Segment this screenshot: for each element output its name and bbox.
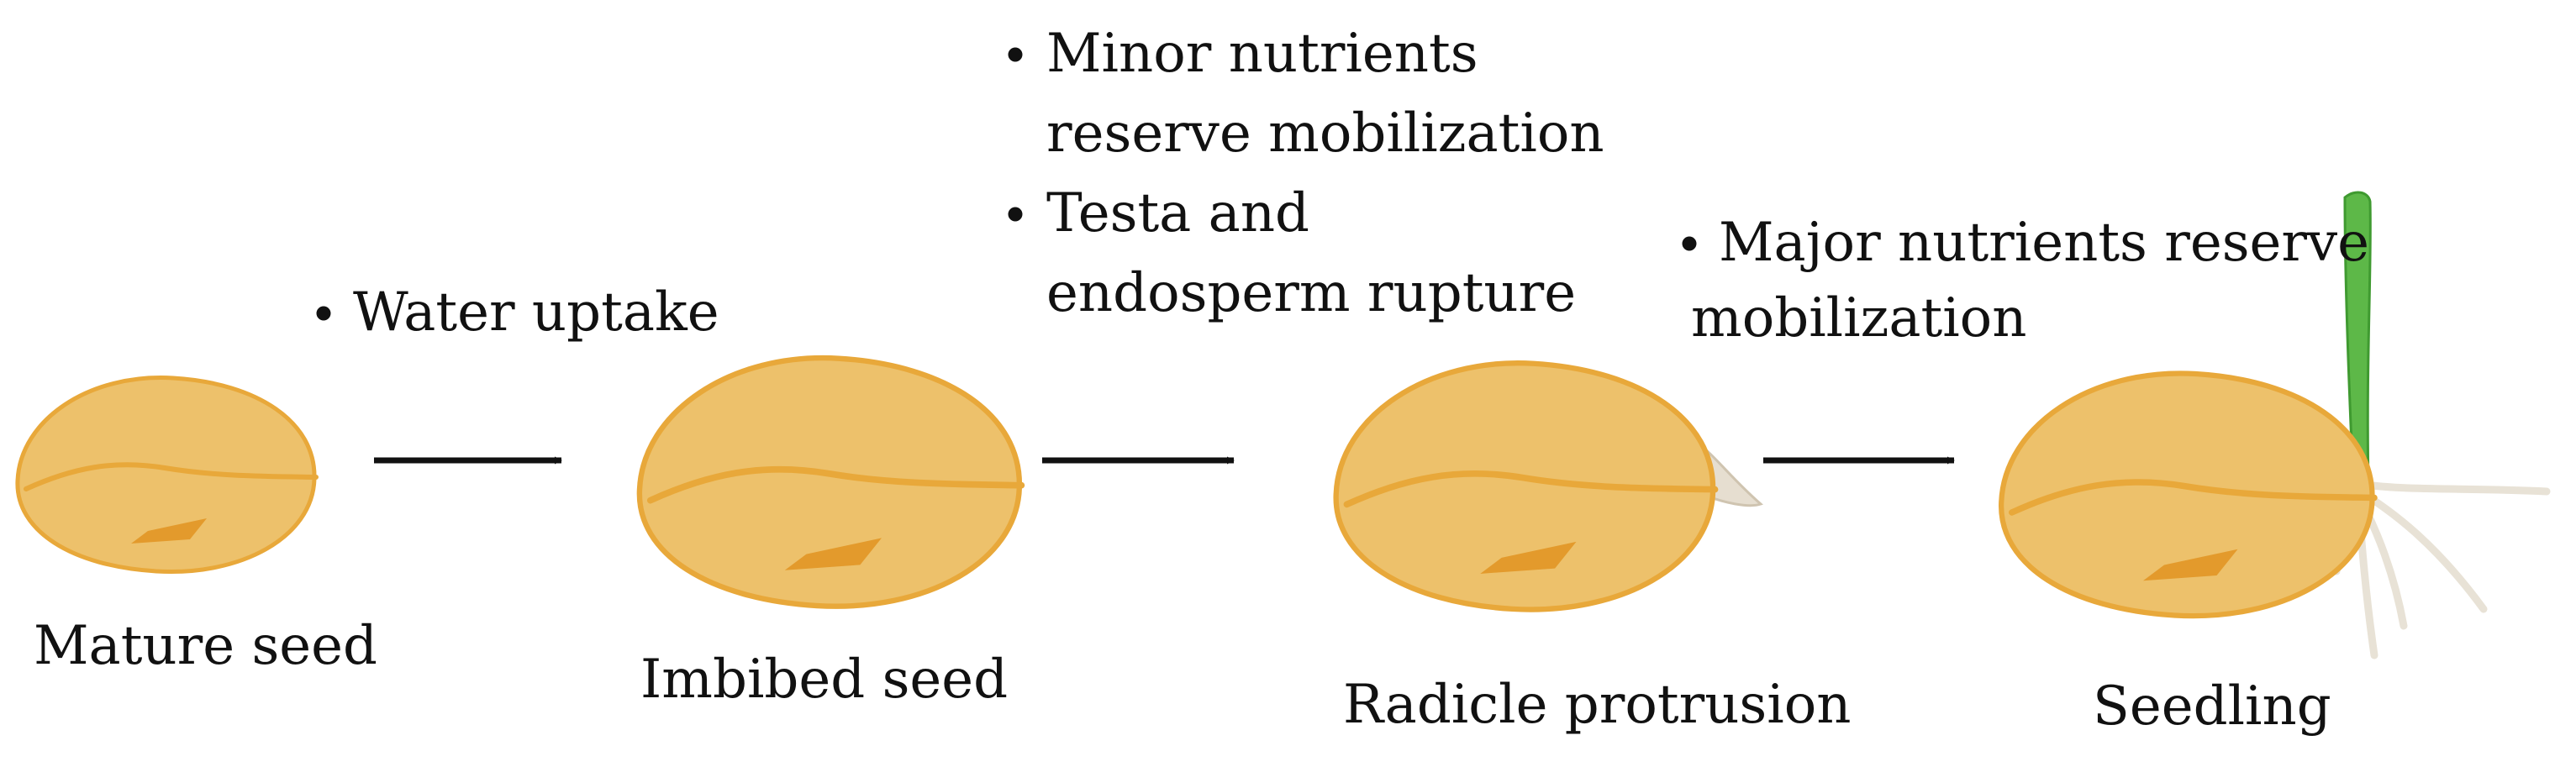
note-line: endosperm rupture [1046,262,1576,324]
stage-label-mature-seed: Mature seed [34,615,377,677]
bullet-dot-icon [1008,47,1023,62]
note-line: Testa and [1046,182,1309,244]
transition-2: Minor nutrients reserve mobilization Tes… [1008,23,1604,465]
seed-icon [1999,370,2378,619]
stage-imbibed-seed: Imbibed seed [636,355,1025,711]
note-line: mobilization [1691,287,2026,349]
note-line: reserve mobilization [1046,102,1604,165]
seed-icon [636,355,1025,609]
bullet-dot-icon [1008,207,1023,222]
transition-note: Testa and endosperm rupture [1008,182,1576,324]
stage-radicle-protrusion: Radicle protrusion [1333,360,1851,736]
stage-label-imbibed-seed: Imbibed seed [640,649,1008,711]
transition-3: Major nutrients reserve mobilization [1682,212,2369,465]
transition-note: Minor nutrients reserve mobilization [1008,23,1604,165]
stage-mature-seed: Mature seed [15,376,377,677]
note-line: Water uptake [353,281,719,344]
note-line: Major nutrients reserve [1719,212,2369,274]
bullet-dot-icon [1682,236,1697,251]
transition-note: Major nutrients reserve mobilization [1682,212,2369,349]
seed-icon [15,376,319,575]
stage-label-seedling: Seedling [2093,675,2331,738]
note-line: Minor nutrients [1046,23,1478,85]
stage-seedling: Seedling [1999,191,2551,738]
shoot-icon [2343,191,2372,487]
seed-icon [1333,360,1719,612]
transition-1: Water uptake [316,281,719,465]
bullet-dot-icon [316,306,331,321]
stage-label-radicle-protrusion: Radicle protrusion [1343,674,1851,736]
transition-note: Water uptake [316,281,719,344]
